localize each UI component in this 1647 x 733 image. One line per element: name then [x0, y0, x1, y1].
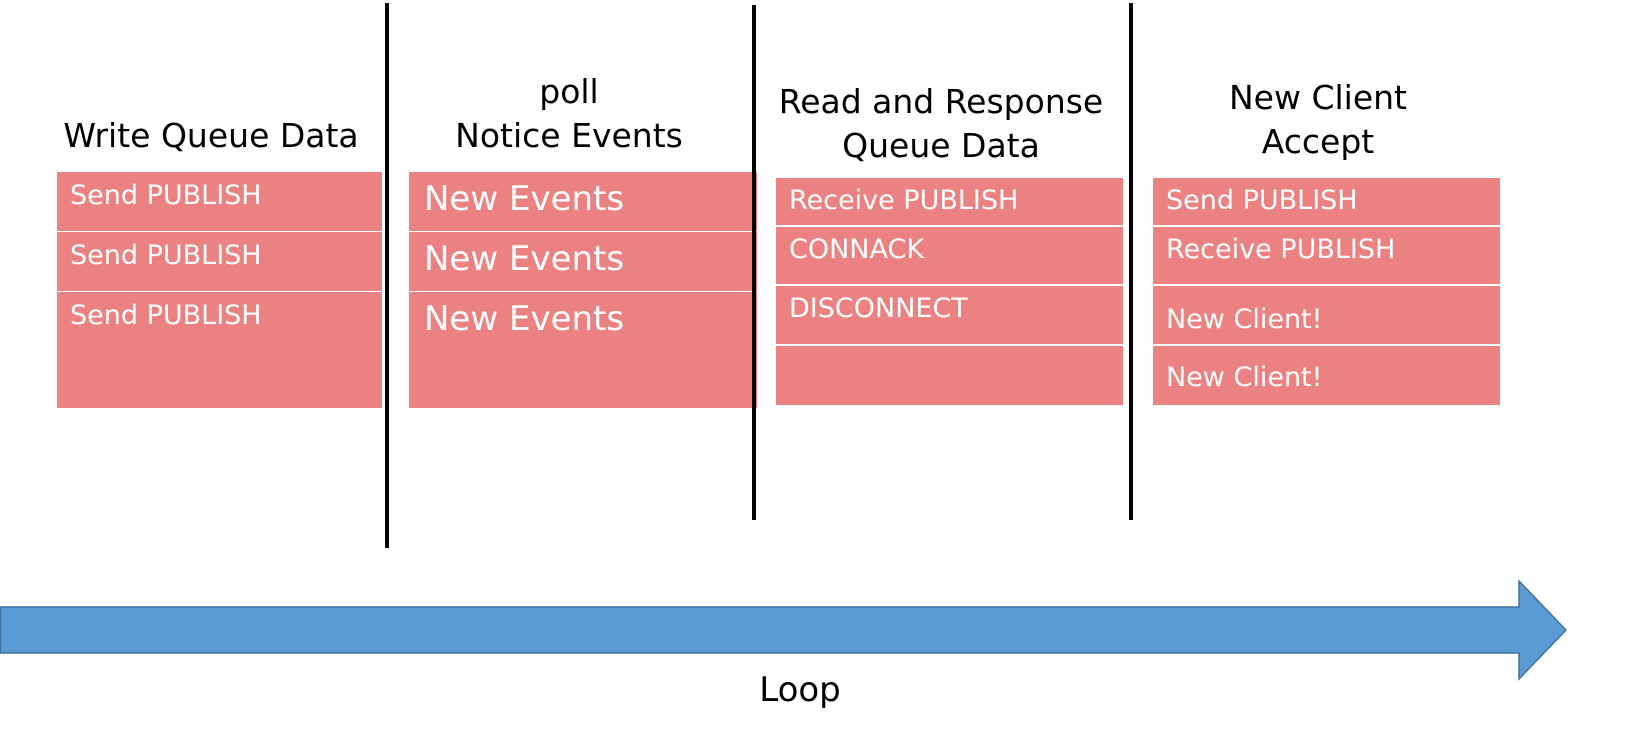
- queue-cell: Send PUBLISH: [1153, 178, 1500, 225]
- column-title-poll-notice-events: poll Notice Events: [455, 72, 683, 155]
- accept-queue: Send PUBLISH Receive PUBLISH New Client!…: [1153, 178, 1500, 405]
- loop-arrow: [0, 580, 1568, 681]
- queue-cell: Send PUBLISH: [57, 172, 382, 231]
- column-divider: [1129, 3, 1133, 520]
- read-response-queue: Receive PUBLISH CONNACK DISCONNECT: [776, 178, 1123, 405]
- queue-cell: New Events: [409, 232, 757, 291]
- queue-cell: Receive PUBLISH: [776, 178, 1123, 225]
- queue-cell: Receive PUBLISH: [1153, 227, 1500, 284]
- column-divider: [385, 3, 389, 548]
- write-queue: Send PUBLISH Send PUBLISH Send PUBLISH: [57, 172, 382, 408]
- queue-cell: [776, 346, 1123, 405]
- queue-cell: New Client!: [1153, 346, 1500, 405]
- loop-label: Loop: [759, 670, 841, 710]
- queue-cell: New Client!: [1153, 286, 1500, 344]
- loop-arrow-shape: [0, 580, 1568, 681]
- queue-cell: [57, 351, 382, 408]
- column-title-new-client-accept: New Client Accept: [1228, 78, 1407, 161]
- queue-cell: Send PUBLISH: [57, 292, 382, 351]
- column-title-write-queue-data: Write Queue Data: [63, 116, 359, 155]
- queue-cell: [409, 351, 757, 408]
- queue-cell: New Events: [409, 172, 757, 231]
- column-divider: [752, 5, 756, 520]
- queue-cell: CONNACK: [776, 227, 1123, 284]
- queue-cell: Send PUBLISH: [57, 232, 382, 291]
- queue-cell: DISCONNECT: [776, 286, 1123, 344]
- event-queue: New Events New Events New Events: [409, 172, 757, 408]
- queue-cell: New Events: [409, 292, 757, 351]
- column-title-read-and-response: Read and Response Queue Data: [778, 82, 1104, 165]
